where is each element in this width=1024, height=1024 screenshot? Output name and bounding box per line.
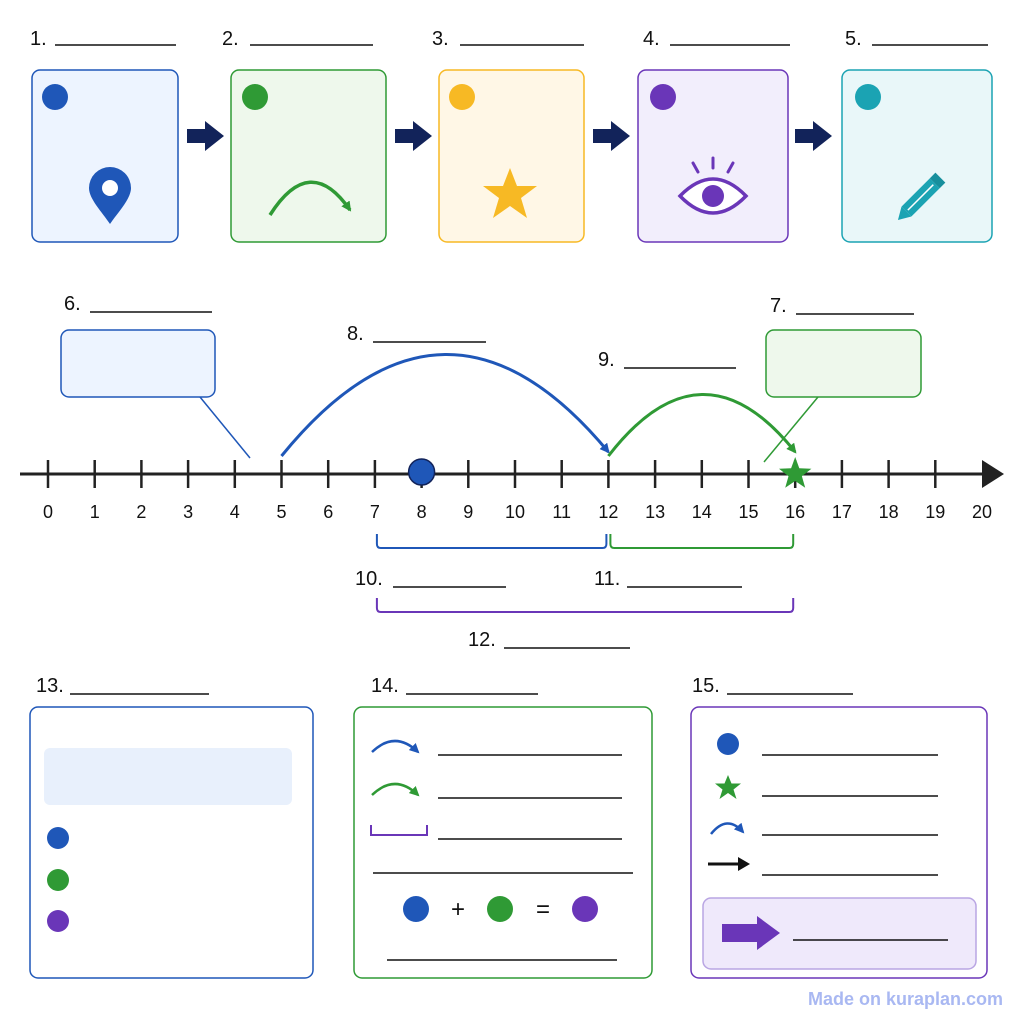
tick-label: 13 — [645, 502, 665, 522]
equation-plus: + — [451, 896, 465, 923]
tick-label: 5 — [276, 502, 286, 522]
panel-13-number: 13. — [36, 675, 64, 697]
step-5-number: 5. — [845, 28, 862, 50]
tick-label: 18 — [879, 502, 899, 522]
flow-arrow-icon — [395, 121, 432, 151]
eye-icon — [677, 156, 749, 215]
step-3-dot — [449, 84, 475, 110]
panel-14-number: 14. — [371, 675, 399, 697]
equation-green-dot — [487, 896, 513, 922]
label-8-number: 8. — [347, 323, 364, 345]
pencil-icon — [897, 172, 946, 221]
step-1-number: 1. — [30, 28, 47, 50]
key-jump-icon — [710, 822, 745, 835]
step-5-dot — [855, 84, 881, 110]
curved-arrow-blue-icon — [371, 739, 420, 754]
callout-box-6[interactable] — [60, 329, 216, 398]
step-1-card — [31, 69, 179, 243]
bracket-green — [609, 534, 795, 549]
panel-13: 13. — [29, 675, 314, 979]
tick-label: 7 — [370, 502, 380, 522]
flow-arrow-icon — [593, 121, 630, 151]
tick-label: 19 — [925, 502, 945, 522]
panel-15: 15. — [690, 675, 988, 979]
label-6-number: 6. — [64, 293, 81, 315]
tick-label: 3 — [183, 502, 193, 522]
step-1-dot — [42, 84, 68, 110]
label-10-number: 10. — [355, 568, 383, 590]
step-5-card — [841, 69, 993, 243]
legend-green-dot — [47, 869, 69, 891]
tick-label: 4 — [230, 502, 240, 522]
step-2-dot — [242, 84, 268, 110]
bracket-blue — [375, 534, 608, 549]
bracket-purple — [375, 598, 795, 613]
tick-label: 2 — [136, 502, 146, 522]
tick-label: 10 — [505, 502, 525, 522]
step-4-card — [637, 69, 789, 243]
label-11-number: 11. — [594, 568, 620, 590]
summary-arrow-icon — [722, 916, 780, 950]
watermark: Made on kuraplan.com — [808, 989, 1003, 1009]
key-star-icon — [715, 775, 741, 799]
tick-label: 12 — [598, 502, 618, 522]
label-9-number: 9. — [598, 349, 615, 371]
axis-arrowhead-icon — [982, 460, 1004, 488]
tick-label: 11 — [552, 502, 571, 522]
equation-purple-dot — [572, 896, 598, 922]
label-12-number: 12. — [468, 629, 496, 651]
tick-label: 14 — [692, 502, 712, 522]
jump-arc-blue — [280, 353, 610, 457]
star-icon — [779, 457, 812, 488]
panel-15-number: 15. — [692, 675, 720, 697]
map-pin-icon — [89, 167, 131, 224]
legend-blue-dot — [47, 827, 69, 849]
jump-arc-green — [607, 393, 797, 457]
step-3-number: 3. — [432, 28, 449, 50]
step-3-card — [438, 69, 585, 243]
step-2-number: 2. — [222, 28, 239, 50]
step-4-dot — [650, 84, 676, 110]
tick-label: 20 — [972, 502, 992, 522]
tick-label: 16 — [785, 502, 805, 522]
callout-7-pointer — [763, 396, 819, 463]
flow-arrow-icon — [795, 121, 832, 151]
steps-row: 1. 2. 3. 4. — [30, 28, 993, 243]
panel-14: 14. + = — [353, 675, 653, 979]
tick-label: 1 — [90, 502, 100, 522]
curved-arrow-icon — [268, 180, 352, 216]
callout-box-7[interactable] — [765, 329, 922, 398]
step-4-number: 4. — [643, 28, 660, 50]
callout-6-pointer — [199, 396, 251, 459]
panel-14-card — [353, 706, 653, 979]
equation-equals: = — [536, 896, 550, 923]
tick-label: 9 — [463, 502, 473, 522]
tick-label: 17 — [832, 502, 852, 522]
tick-label: 8 — [417, 502, 427, 522]
panel-13-card — [29, 706, 314, 979]
number-line-dot-marker — [407, 458, 436, 486]
tick-label: 0 — [43, 502, 53, 522]
key-arrow-head-icon — [738, 857, 750, 871]
bracket-purple-icon — [370, 825, 428, 836]
curved-arrow-green-icon — [371, 782, 420, 797]
label-7-number: 7. — [770, 295, 787, 317]
equation-blue-dot — [403, 896, 429, 922]
step-2-card — [230, 69, 387, 243]
tick-label: 15 — [738, 502, 758, 522]
legend-purple-dot — [47, 910, 69, 932]
star-icon — [483, 168, 537, 218]
panel-15-summary-box[interactable] — [702, 897, 977, 970]
key-dot-icon — [717, 733, 739, 755]
panel-13-writing-box[interactable] — [44, 748, 292, 805]
tick-label: 6 — [323, 502, 333, 522]
flow-arrow-icon — [187, 121, 224, 151]
